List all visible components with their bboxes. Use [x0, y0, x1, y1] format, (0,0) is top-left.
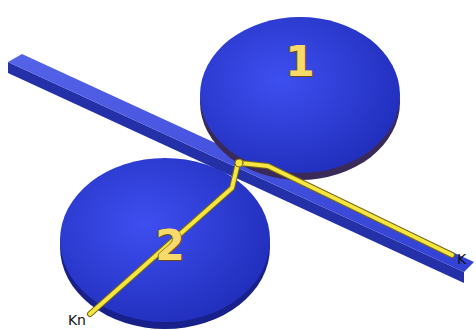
upper-roller — [200, 17, 400, 180]
roller-number: 1 — [240, 32, 360, 92]
callout-number: 2 — [155, 225, 184, 267]
force-lines — [90, 159, 452, 314]
lower-roller — [60, 158, 270, 329]
roller-number: 2 — [110, 216, 230, 276]
callout-number: 1 — [285, 41, 314, 83]
axis-label: K — [457, 252, 466, 266]
axis-label: Kn — [68, 313, 86, 327]
